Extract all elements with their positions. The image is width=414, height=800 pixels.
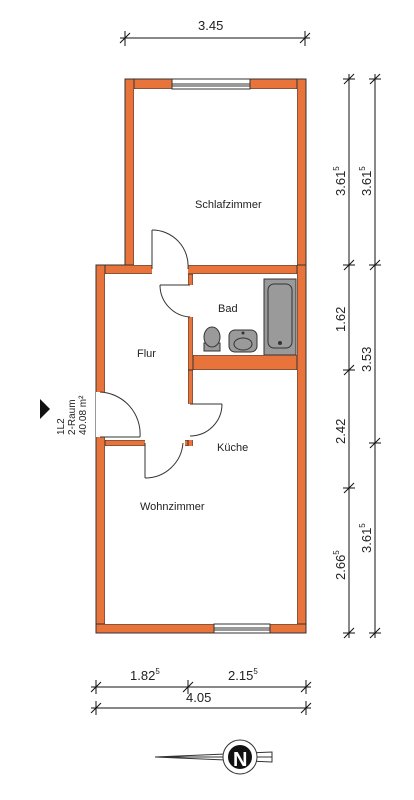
wall-bottom <box>95 623 307 634</box>
room-label-bad: Bad <box>218 303 238 315</box>
door-bath <box>159 284 193 318</box>
dim-right-inner-3: 2.42 <box>333 419 348 444</box>
dim-right-outer-1: 3.61 <box>359 171 374 196</box>
room-living-floor <box>105 446 297 624</box>
dim-bottom-right: 2.15 <box>228 668 253 683</box>
entrance-arrow-icon <box>40 399 50 419</box>
room-label-kueche: Küche <box>217 442 248 454</box>
dimension-right-outer: 3.615 3.53 3.615 <box>358 73 381 639</box>
toilet <box>203 326 221 352</box>
door-bedroom <box>151 229 189 274</box>
room-label-flur: Flur <box>137 348 156 360</box>
dim-right-inner-4: 2.66 <box>333 555 348 580</box>
bathtub <box>263 278 297 356</box>
unit-area: 40.08 m² <box>78 395 89 435</box>
svg-text:2.665: 2.665 <box>332 550 348 580</box>
wall-bedroom-right <box>296 78 307 270</box>
dim-right-inner-1: 3.61 <box>333 171 348 196</box>
wall-bath-bottom <box>192 354 298 371</box>
dimension-bottom: 1.825 2.155 4.05 <box>90 667 312 715</box>
wall-middle-top <box>95 264 307 275</box>
compass-icon: N <box>154 739 273 775</box>
compass-letter: N <box>233 749 247 771</box>
wall-right <box>296 264 307 634</box>
window-living <box>213 623 271 634</box>
room-bedroom-floor <box>134 89 297 265</box>
unit-info: 1L2 2-Raum 40.08 m² <box>40 395 89 435</box>
dim-right-outer-3: 3.61 <box>359 528 374 553</box>
svg-text:3.615: 3.615 <box>358 166 374 196</box>
dim-bottom-left: 1.82 <box>130 668 155 683</box>
svg-text:3.615: 3.615 <box>358 523 374 553</box>
door-living <box>144 440 185 479</box>
sink <box>228 329 258 353</box>
dim-top-width: 3.45 <box>198 18 223 33</box>
door-kitchen <box>188 403 223 440</box>
wall-bedroom-left <box>124 78 135 270</box>
svg-text:2.155: 2.155 <box>228 667 258 683</box>
dimension-top: 3.45 <box>119 18 311 46</box>
dim-bottom-total: 4.05 <box>186 690 211 705</box>
svg-text:1.825: 1.825 <box>130 667 160 683</box>
unit-type: 2-Raum <box>67 399 78 435</box>
room-flur-floor <box>105 274 188 440</box>
room-label-wohnzimmer: Wohnzimmer <box>140 501 205 513</box>
door-entrance <box>96 391 141 438</box>
unit-id: 1L2 <box>56 418 67 435</box>
room-label-schlafzimmer: Schlafzimmer <box>195 199 262 211</box>
window-bedroom <box>171 78 251 90</box>
dim-right-inner-2: 1.62 <box>333 307 348 332</box>
svg-text:3.615: 3.615 <box>332 166 348 196</box>
wall-left <box>95 264 106 634</box>
dim-right-outer-2: 3.53 <box>359 347 374 372</box>
dimension-right-inner: 3.615 1.62 2.42 2.665 <box>332 73 355 639</box>
